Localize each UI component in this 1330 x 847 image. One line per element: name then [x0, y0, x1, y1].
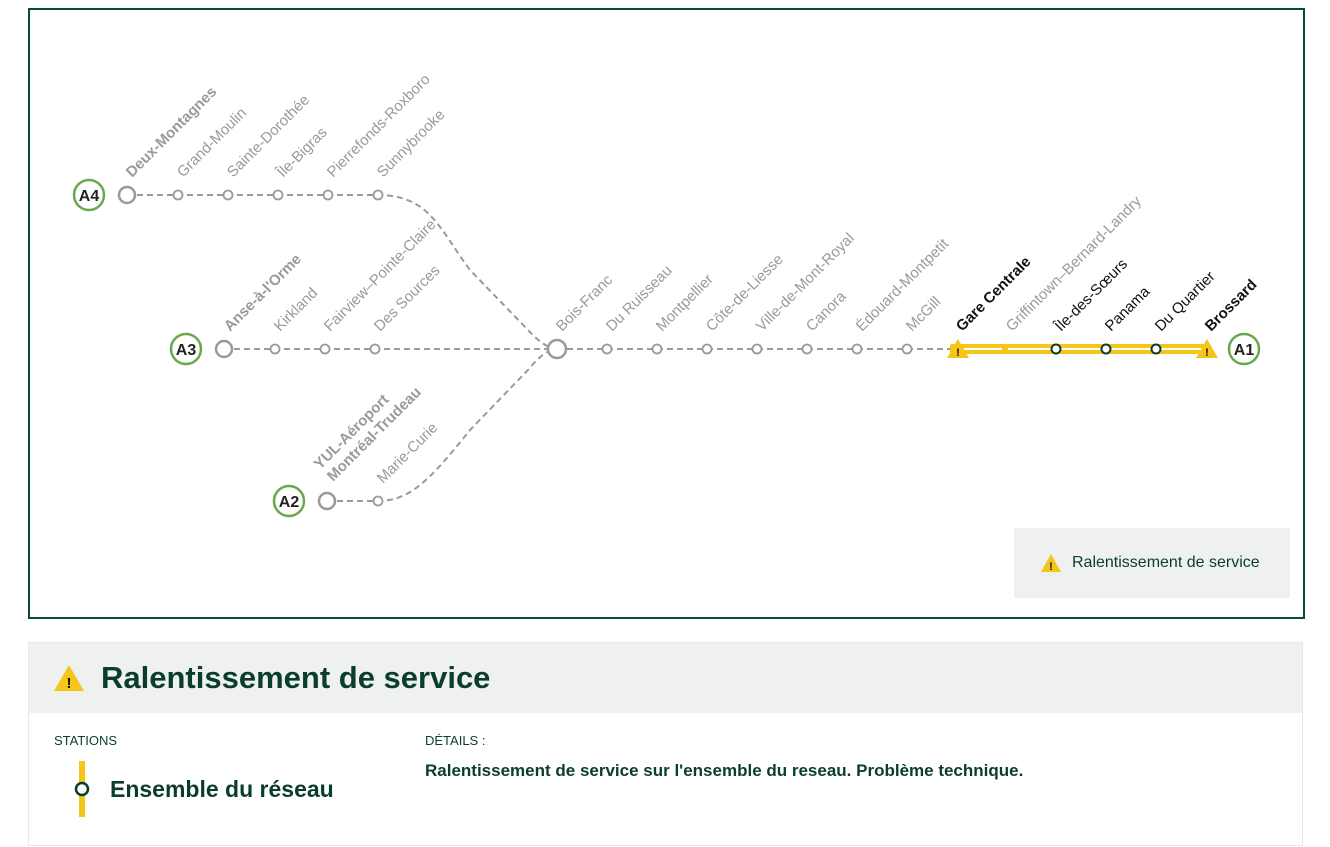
network-map: A4 A3 A2 A1	[28, 8, 1305, 619]
details-column-header: DÉTAILS :	[425, 733, 486, 748]
terminus-badge-a1[interactable]: A1	[1227, 332, 1261, 366]
station-ile-des-soeurs[interactable]	[1050, 343, 1062, 355]
station-des-sources[interactable]	[369, 343, 381, 355]
svg-text:!: !	[1049, 561, 1053, 573]
station-marie-curie[interactable]	[372, 495, 384, 507]
line-marker-icon	[74, 761, 90, 817]
warning-icon[interactable]: !	[947, 339, 969, 359]
station-dots	[172, 189, 913, 507]
station-canora[interactable]	[801, 343, 813, 355]
station-label-canora: Canora	[803, 288, 850, 335]
station-grand-moulin[interactable]	[172, 189, 184, 201]
terminus-badge-a2[interactable]: A2	[272, 484, 306, 518]
warning-icon[interactable]: !	[1196, 339, 1218, 359]
line-paths	[137, 194, 950, 502]
station-du-ruisseau[interactable]	[601, 343, 613, 355]
svg-text:!: !	[1205, 347, 1209, 359]
affected-segment	[950, 344, 1210, 354]
station-montpellier[interactable]	[651, 343, 663, 355]
station-ville-de-mont-royal[interactable]	[751, 343, 763, 355]
terminus-badge-a4[interactable]: A4	[72, 178, 106, 212]
station-deux-montagnes[interactable]	[117, 185, 137, 205]
station-kirkland[interactable]	[269, 343, 281, 355]
station-anse-a-lorme[interactable]	[214, 339, 234, 359]
alert-header: ! Ralentissement de service	[29, 643, 1302, 713]
svg-text:A4: A4	[79, 188, 100, 205]
svg-text:!: !	[67, 675, 72, 692]
station-edouard-montpetit[interactable]	[851, 343, 863, 355]
station-sunnybrooke[interactable]	[372, 189, 384, 201]
station-label-mcgill: McGill	[903, 293, 944, 334]
alert-title: Ralentissement de service	[101, 660, 491, 695]
station-pierrefonds-roxboro[interactable]	[322, 189, 334, 201]
legend-label: Ralentissement de service	[1072, 554, 1260, 571]
station-label-edouard-montpetit: Édouard-Montpetit	[853, 235, 953, 335]
branch-a4-line	[137, 194, 558, 350]
alert-panel: ! Ralentissement de service STATIONS DÉT…	[28, 642, 1303, 846]
station-cote-de-liesse[interactable]	[701, 343, 713, 355]
affected-station-dots	[1050, 343, 1162, 355]
alert-details: Ralentissement de service sur l'ensemble…	[425, 761, 1024, 780]
station-yul-aeroport[interactable]	[317, 491, 337, 511]
map-legend: ! Ralentissement de service	[1014, 528, 1290, 598]
affected-scope: Ensemble du réseau	[110, 776, 334, 802]
station-sainte-dorothee[interactable]	[222, 189, 234, 201]
svg-text:!: !	[956, 347, 960, 359]
warning-icon: !	[54, 665, 84, 692]
station-label-kirkland: Kirkland	[271, 284, 321, 334]
station-mcgill[interactable]	[901, 343, 913, 355]
stations-column-header: STATIONS	[54, 733, 118, 748]
station-ile-bigras[interactable]	[272, 189, 284, 201]
warning-icon: !	[1041, 554, 1061, 573]
svg-text:A2: A2	[279, 494, 300, 511]
network-map-svg: A4 A3 A2 A1	[72, 71, 1261, 518]
svg-text:A1: A1	[1234, 342, 1255, 359]
station-panama[interactable]	[1100, 343, 1112, 355]
svg-text:A3: A3	[176, 342, 197, 359]
terminus-badge-a3[interactable]: A3	[169, 332, 203, 366]
station-bois-franc[interactable]	[546, 338, 568, 360]
branch-a2-line	[337, 348, 558, 502]
station-fairview-pointe-claire[interactable]	[319, 343, 331, 355]
station-du-quartier[interactable]	[1150, 343, 1162, 355]
station-label-panama: Panama	[1102, 283, 1154, 335]
station-label-deux-montagnes: Deux-Montagnes	[123, 83, 220, 180]
